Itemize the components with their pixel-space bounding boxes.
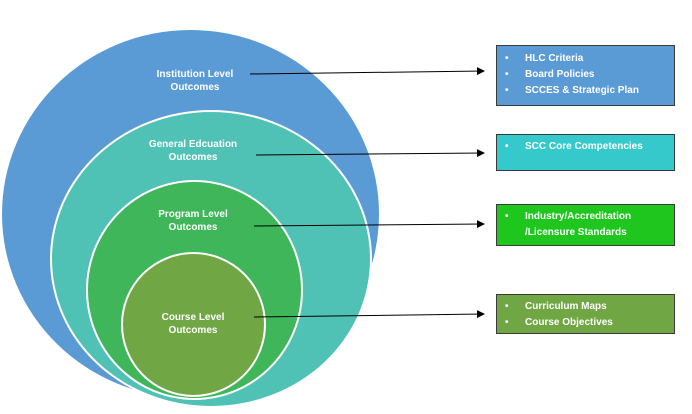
general-education-label-line1: General Edcuation — [148, 139, 238, 150]
industry-standards-box: Industry/Accreditation /Licensure Standa… — [496, 204, 675, 246]
box-item: HLC Criteria — [505, 51, 668, 67]
course-level-label: Course Level Outcomes — [118, 311, 268, 337]
course-level-label-line2: Outcomes — [168, 325, 218, 336]
course-level-label-line1: Course Level — [161, 312, 225, 323]
general-education-label-line2: Outcomes — [168, 152, 218, 163]
arrow-course-to-curriculum — [253, 310, 485, 319]
program-level-label-line2: Outcomes — [168, 222, 218, 233]
box-item: Board Policies — [505, 67, 668, 83]
scc-core-competencies-box: SCC Core Competencies — [496, 134, 675, 171]
program-level-label-line1: Program Level — [158, 209, 228, 220]
box-item: Industry/Accreditation /Licensure Standa… — [505, 209, 668, 241]
institution-level-label: Institution Level Outcomes — [120, 68, 270, 94]
box-item: SCC Core Competencies — [505, 139, 668, 155]
curriculum-maps-box: Curriculum Maps Course Objectives — [496, 294, 675, 334]
course-level-circle — [121, 252, 266, 397]
institution-level-label-line2: Outcomes — [170, 82, 220, 93]
program-level-label: Program Level Outcomes — [118, 208, 268, 234]
arrow-general-to-scc — [255, 149, 485, 158]
institution-level-label-line1: Institution Level — [156, 69, 234, 80]
arrow-program-to-industry — [253, 220, 485, 229]
arrow-institution-to-hlc — [249, 67, 485, 76]
box-item: SCCES & Strategic Plan — [505, 83, 668, 99]
general-education-label: General Edcuation Outcomes — [118, 138, 268, 164]
hlc-criteria-box: HLC Criteria Board Policies SCCES & Stra… — [496, 45, 675, 106]
box-item: Curriculum Maps — [505, 299, 668, 315]
box-item: Course Objectives — [505, 315, 668, 331]
